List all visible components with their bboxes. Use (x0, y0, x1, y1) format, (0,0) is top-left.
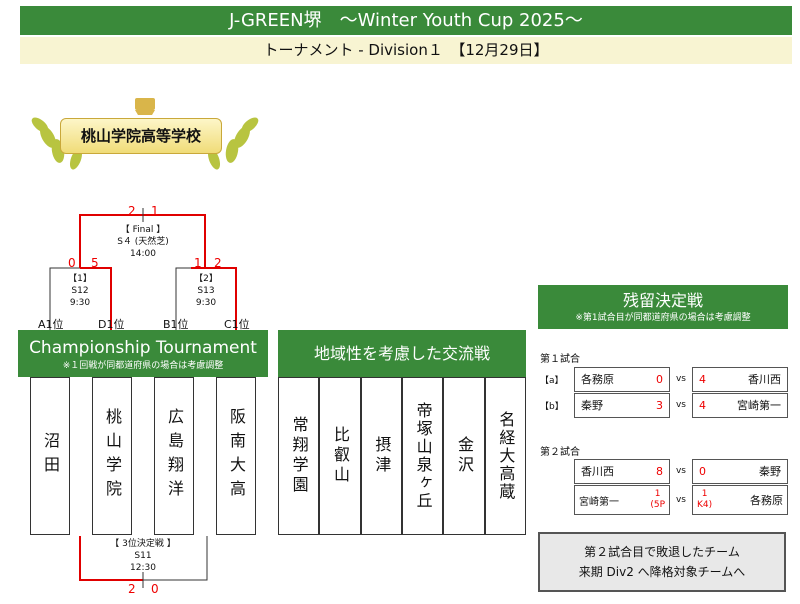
semi1-label: 【1】 (68, 274, 92, 284)
third-place-info: 【 3位決定戦 】 S11 12:30 (100, 538, 186, 574)
semi2-score-right: 2 (214, 256, 222, 270)
home-cell: 秦野 3 (574, 392, 670, 418)
slot-d1: D1位 (98, 318, 125, 331)
third-score-right: 0 (151, 582, 159, 596)
vs-label: vs (675, 495, 686, 505)
relegation-notice: 第２試合目で敗退したチーム 来期 Div2 へ降格対象チームへ (538, 532, 786, 592)
third-label: 【 3位決定戦 】 (110, 539, 176, 549)
away-cell: 4 宮崎第一 (692, 392, 788, 418)
regional-team-4: 帝塚山泉ヶ丘 (401, 377, 444, 535)
round1-row-b: 【b】 秦野 3 vs 4 宮崎第一 (540, 392, 790, 418)
regional-team-3: 摂津 (360, 377, 402, 535)
semi1-time: 9:30 (69, 298, 91, 308)
round2-row-1: 香川西 8 vs 0 秦野 (574, 458, 790, 484)
survival-header: 残留決定戦 ※第1試合目が同都道府県の場合は考慮調整 (538, 285, 788, 329)
away-cell: 1 K4) 各務原 (692, 485, 788, 515)
regional-team-5: 金沢 (443, 377, 485, 535)
semi2-info: 【2】 S13 9:30 (181, 273, 231, 309)
round1-label: 第１試合 (540, 354, 580, 365)
away-cell: 4 香川西 (692, 366, 788, 392)
semi1-score-right: 5 (91, 256, 99, 270)
championship-header: Championship Tournament ※１回戦が同都道府県の場合は考慮… (18, 330, 268, 377)
home-cell: 各務原 0 (574, 366, 670, 392)
team-name: 桃山学院 (103, 408, 122, 504)
vs-label: vs (675, 466, 686, 476)
regional-header: 地域性を考慮した交流戦 (278, 330, 526, 377)
team-col-3: 広島翔洋 (154, 377, 194, 535)
final-info: 【 Final 】 S４ (天然芝) 14:00 (100, 224, 186, 260)
notice-line2: 来期 Div2 へ降格対象チームへ (578, 565, 746, 579)
semi2-label: 【2】 (194, 274, 218, 284)
team-col-2: 桃山学院 (92, 377, 132, 535)
winner-badge: 桃山学院高等学校 (60, 118, 222, 154)
slot-a1: A1位 (38, 318, 64, 331)
third-score-left: 2 (128, 582, 136, 596)
championship-title: Championship Tournament (29, 338, 257, 358)
vs-label: vs (675, 374, 686, 384)
semi1-venue: S12 (71, 286, 89, 296)
regional-teams: 常翔学園 比叡山 摂津 帝塚山泉ヶ丘 金沢 名経大高蔵 (278, 377, 526, 535)
semi2-time: 9:30 (195, 298, 217, 308)
round1-row-a: 【a】 各務原 0 vs 4 香川西 (540, 366, 790, 392)
vs-label: vs (675, 400, 686, 410)
round2-table: 香川西 8 vs 0 秦野 宮崎第一 1 (5P vs 1 K4) 各務原 (574, 458, 790, 516)
home-cell: 宮崎第一 1 (5P (574, 485, 670, 515)
third-venue: S11 (134, 551, 152, 561)
semi2-venue: S13 (197, 286, 215, 296)
page-subtitle: トーナメント - Division１ 【12月29日】 (20, 37, 792, 64)
notice-line1: 第２試合目で敗退したチーム (584, 545, 740, 559)
round2-label: 第２試合 (540, 447, 580, 458)
final-score-left: 2 (128, 204, 136, 218)
regional-team-2: 比叡山 (319, 377, 361, 535)
final-venue: S４ (天然芝) (117, 237, 169, 247)
regional-team-6: 名経大高蔵 (484, 377, 526, 535)
match-tag: 【a】 (540, 375, 564, 386)
survival-title: 残留決定戦 (622, 291, 703, 310)
round2-row-2: 宮崎第一 1 (5P vs 1 K4) 各務原 (574, 484, 790, 516)
page-title: J-GREEN堺 ～Winter Youth Cup 2025～ (20, 6, 792, 35)
final-time: 14:00 (130, 249, 156, 259)
championship-note: ※１回戦が同都道府県の場合は考慮調整 (62, 361, 224, 371)
away-cell: 0 秦野 (692, 458, 788, 484)
third-time: 12:30 (130, 563, 156, 573)
team-name: 阪南大高 (227, 408, 246, 504)
final-label: 【 Final 】 (120, 225, 166, 235)
slot-b1: B1位 (163, 318, 189, 331)
regional-team-1: 常翔学園 (278, 377, 320, 535)
final-score-right: 1 (151, 204, 159, 218)
match-tag: 【b】 (540, 401, 564, 412)
slot-c1: C1位 (224, 318, 250, 331)
team-col-1: 沼田 (30, 377, 70, 535)
semi1-score-left: 0 (68, 256, 76, 270)
survival-note: ※第1試合目が同都道府県の場合は考慮調整 (575, 313, 751, 323)
round1-table: 【a】 各務原 0 vs 4 香川西 【b】 秦野 3 vs 4 宮崎第一 (540, 366, 790, 418)
team-name: 沼田 (41, 432, 60, 480)
semi2-score-left: 1 (194, 256, 202, 270)
semi1-info: 【1】 S12 9:30 (55, 273, 105, 309)
home-cell: 香川西 8 (574, 458, 670, 484)
team-col-4: 阪南大高 (216, 377, 256, 535)
team-name: 広島翔洋 (165, 408, 184, 504)
